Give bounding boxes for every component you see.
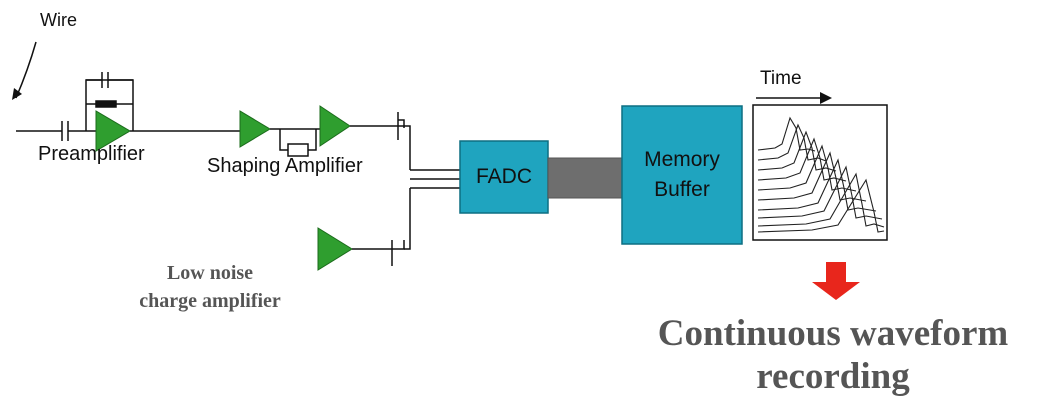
- input-line: [16, 121, 96, 141]
- low-noise-label-line1: Low noise: [166, 262, 254, 284]
- buffer-text: Buffer: [654, 178, 710, 201]
- wire-input-arrow: [12, 41, 37, 100]
- memory-text: Memory: [644, 148, 720, 171]
- low-noise-label-line2: charge amplifier: [139, 290, 281, 312]
- red-down-arrow-icon: [812, 262, 860, 300]
- fadc-label: FADC: [460, 141, 548, 213]
- memory-buffer-box: [621, 105, 743, 245]
- shaping-amplifier-label: Shaping Amplifier: [207, 155, 363, 177]
- wire-label: Wire: [40, 10, 77, 30]
- shaper-output-line: [350, 112, 411, 170]
- fadc-text: FADC: [475, 165, 532, 188]
- continuous-waveform-line2: recording: [756, 356, 910, 397]
- waveform-display: [752, 104, 888, 241]
- fadc-input-bus: [410, 169, 460, 189]
- time-label: Time: [760, 68, 802, 89]
- preamp-feedback: [85, 72, 134, 131]
- fadc-to-memory-bus: [547, 157, 623, 199]
- low-noise-amplifier-triangle: [317, 227, 353, 271]
- low-noise-output-line: [352, 188, 411, 266]
- shaping-amplifier-triangle-1: [239, 110, 271, 148]
- memory-buffer-label: Memory Buffer: [622, 140, 742, 210]
- time-arrow: [756, 92, 832, 104]
- fadc-box: [459, 140, 549, 214]
- shaping-network: [270, 128, 320, 157]
- preamplifier-triangle: [95, 110, 131, 152]
- preamplifier-label: Preamplifier: [38, 143, 145, 165]
- continuous-waveform-line1: Continuous waveform: [657, 313, 1009, 354]
- shaping-amplifier-triangle-2: [319, 105, 351, 147]
